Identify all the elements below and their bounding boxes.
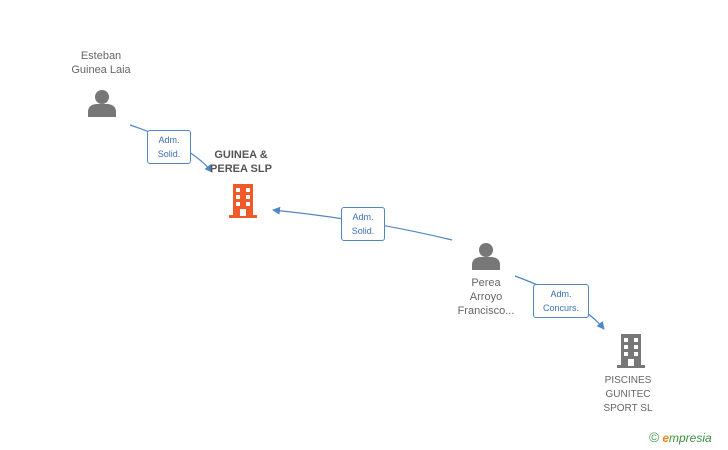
edge-badge-line2: Concurs.	[542, 303, 579, 313]
copyright-icon: ©	[649, 429, 660, 445]
node-perea-line1: Perea	[471, 277, 501, 289]
node-esteban-line2: Guinea Laia	[71, 64, 131, 76]
edge-badge-line1: Adm.	[158, 135, 180, 145]
node-guinea-perea-line1: GUINEA &	[214, 149, 268, 161]
edge-badge-line1: Adm.	[550, 289, 572, 299]
brand-name: mpresia	[669, 431, 712, 445]
edge-badge-perea-piscines[interactable]: Adm. Concurs.	[533, 284, 589, 318]
building-icon[interactable]	[227, 183, 259, 219]
node-perea-line3: Francisco...	[457, 305, 515, 317]
edge-badge-line2: Solid.	[157, 149, 181, 159]
edge-badge-line2: Solid.	[351, 226, 375, 236]
node-piscines-line1: PISCINES	[604, 375, 652, 386]
edge-badge-esteban-guinea[interactable]: Adm. Solid.	[147, 130, 191, 164]
node-perea-line2: Arroyo	[469, 291, 503, 303]
brand-initial: e	[662, 431, 670, 445]
node-piscines-line2: GUNITEC	[605, 389, 651, 400]
node-perea-label[interactable]: Perea Arroyo Francisco...	[436, 276, 536, 318]
node-esteban-label[interactable]: Esteban Guinea Laia	[56, 49, 146, 77]
edge-badge-line1: Adm.	[352, 212, 374, 222]
person-icon[interactable]	[87, 88, 117, 118]
node-piscines-label[interactable]: PISCINES GUNITEC SPORT SL	[583, 374, 673, 416]
node-piscines-line3: SPORT SL	[603, 403, 653, 414]
edge-badge-perea-guinea[interactable]: Adm. Solid.	[341, 207, 385, 241]
node-guinea-perea-line2: PEREA SLP	[210, 163, 272, 175]
building-icon[interactable]	[615, 333, 647, 369]
person-icon[interactable]	[471, 241, 501, 271]
empresia-logo[interactable]: ©empresia	[649, 429, 712, 445]
node-guinea-perea-label[interactable]: GUINEA & PEREA SLP	[196, 148, 286, 176]
node-esteban-line1: Esteban	[80, 50, 122, 62]
